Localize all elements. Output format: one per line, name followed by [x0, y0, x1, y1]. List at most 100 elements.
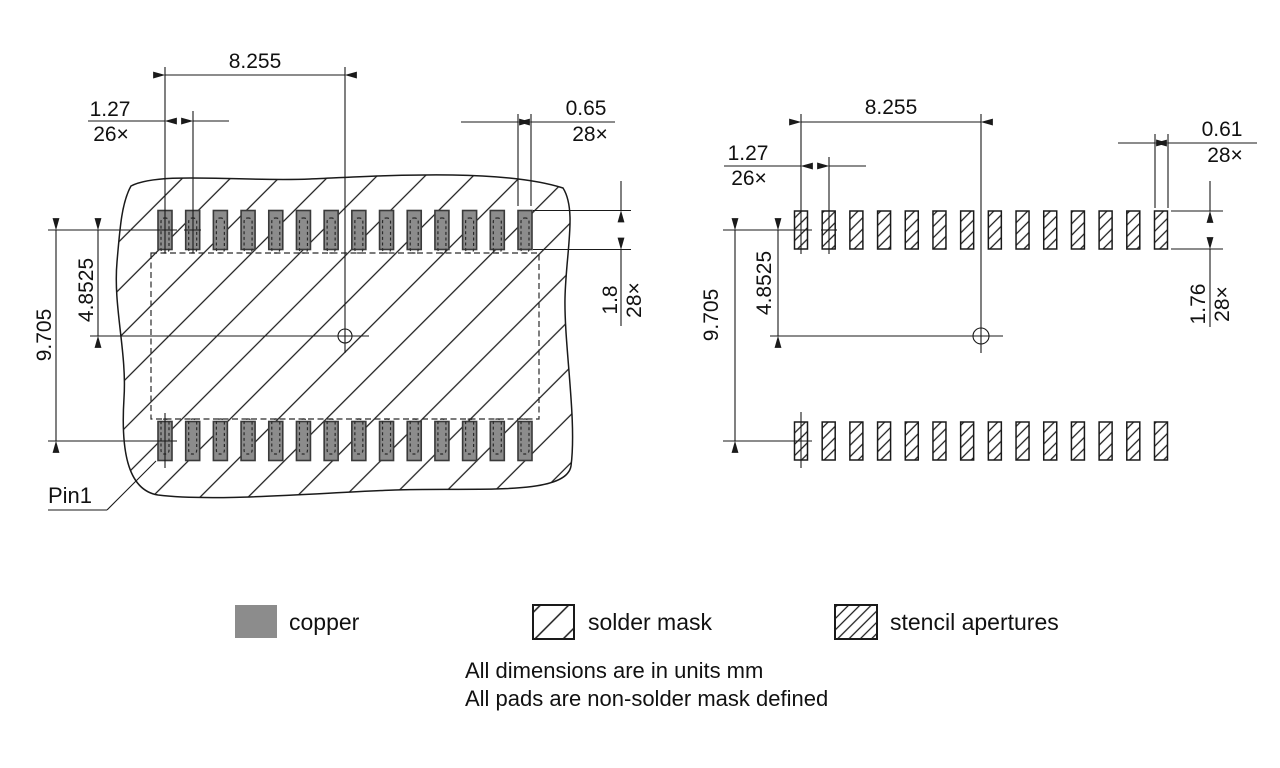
dim-pad-width-label: 0.65	[566, 97, 607, 120]
dim-pitch-label: 1.27	[728, 142, 769, 165]
center-mark	[770, 114, 1003, 353]
copper-pad	[184, 420, 201, 462]
copper-pad	[461, 209, 478, 251]
copper-pad	[267, 420, 284, 462]
lead-outline	[215, 217, 225, 254]
note-mask-defined: All pads are non-solder mask defined	[465, 686, 828, 711]
copper-pad	[240, 420, 256, 462]
copper-pad	[378, 209, 395, 251]
copper-pad	[461, 420, 478, 462]
lead-outline	[354, 418, 364, 455]
dim-pitch-count-label: 26×	[93, 123, 129, 146]
notes: All dimensions are in units mm All pads …	[465, 658, 828, 711]
dimension-lines	[724, 118, 1257, 453]
legend-stencil-label: stencil apertures	[890, 609, 1059, 635]
copper-pad	[212, 420, 229, 462]
lead-outline	[326, 418, 336, 455]
stencil-aperture	[1042, 421, 1058, 461]
lead-outline	[298, 217, 309, 254]
copper-pad	[212, 209, 229, 251]
lead-outline	[437, 418, 447, 455]
copper-pad	[295, 420, 312, 462]
lead-outline	[437, 217, 447, 254]
lead-outline	[188, 418, 198, 455]
pin1-callout: Pin1	[48, 460, 157, 511]
copper-pad	[351, 420, 367, 462]
stencil-aperture	[1126, 421, 1141, 461]
dim-aperture-width-count-label: 28×	[1207, 144, 1243, 167]
dim-pad-height-count-label: 28×	[623, 282, 646, 318]
lead-outline	[381, 418, 392, 455]
dim-half-span-label: 4.8525	[753, 251, 776, 315]
lead-outline	[243, 217, 253, 254]
dim-span-label: 8.255	[865, 96, 918, 119]
lead-outline	[409, 217, 419, 254]
pin1-label: Pin1	[48, 483, 92, 508]
copper-pad	[517, 209, 533, 251]
legend-solder-mask-label: solder mask	[588, 609, 712, 635]
copper-pad	[406, 420, 423, 462]
dim-pad-width-count-label: 28×	[572, 123, 608, 146]
legend-stencil-swatch	[834, 604, 878, 640]
stencil-aperture	[959, 421, 975, 461]
center-mark	[90, 67, 369, 353]
copper-pad	[240, 209, 256, 251]
extension-lines	[48, 67, 631, 468]
legend-copper-label: copper	[289, 609, 360, 635]
lead-outline	[243, 418, 253, 455]
stencil-aperture	[1098, 421, 1113, 461]
lead-outline	[492, 418, 502, 455]
legend: copper solder mask stencil apertures	[235, 604, 1059, 640]
aperture-row-bottom	[793, 421, 1169, 461]
dim-aperture-width-label: 0.61	[1202, 118, 1243, 141]
lead-outline	[409, 418, 419, 455]
dim-aperture-height-count-label: 28×	[1211, 286, 1234, 322]
stencil-aperture	[932, 421, 947, 461]
copper-pad	[323, 420, 339, 462]
stencil-aperture	[1098, 210, 1113, 250]
lead-outline	[271, 418, 281, 455]
stencil-aperture	[821, 421, 836, 461]
stencil-aperture	[904, 210, 920, 250]
lead-outline	[520, 418, 530, 455]
lead-outline	[520, 217, 530, 254]
stencil-view: 8.255 1.27 26× 0.61 28× 1.76 28× 9.705 4…	[700, 96, 1257, 468]
copper-pad	[323, 209, 339, 251]
legend-solder-mask-swatch	[532, 604, 575, 640]
copper-pad	[517, 420, 533, 462]
lead-outline	[354, 217, 364, 254]
dim-pad-height-label: 1.8	[599, 285, 622, 314]
copper-view: 8.255 1.27 26× 0.65 28× 1.8 28× 9.705 4.…	[33, 50, 646, 511]
legend-copper-swatch	[235, 605, 277, 638]
copper-pad	[406, 209, 423, 251]
stencil-aperture	[959, 210, 975, 250]
stencil-aperture	[1153, 421, 1169, 461]
lead-outline	[271, 217, 281, 254]
stencil-aperture	[876, 210, 892, 250]
lead-outline	[381, 217, 392, 254]
stencil-aperture	[932, 210, 947, 250]
lead-outline	[215, 418, 225, 455]
copper-pad	[295, 209, 312, 251]
stencil-aperture	[849, 210, 864, 250]
extension-lines	[723, 114, 1223, 468]
copper-pad	[489, 209, 506, 251]
stencil-aperture	[849, 421, 864, 461]
stencil-aperture	[904, 421, 920, 461]
stencil-aperture	[1070, 210, 1086, 250]
stencil-aperture	[987, 421, 1003, 461]
copper-pad	[489, 420, 506, 462]
lead-outline-row-bottom	[160, 418, 530, 455]
dim-row-span-label: 9.705	[700, 289, 723, 342]
copper-pad	[434, 209, 450, 251]
stencil-aperture	[1042, 210, 1058, 250]
note-units: All dimensions are in units mm	[465, 658, 763, 683]
lead-outline	[492, 217, 502, 254]
stencil-aperture	[1015, 210, 1030, 250]
lead-outline	[465, 217, 475, 254]
lead-outline	[298, 418, 309, 455]
dim-pitch-label: 1.27	[90, 98, 131, 121]
stencil-aperture	[1015, 421, 1030, 461]
